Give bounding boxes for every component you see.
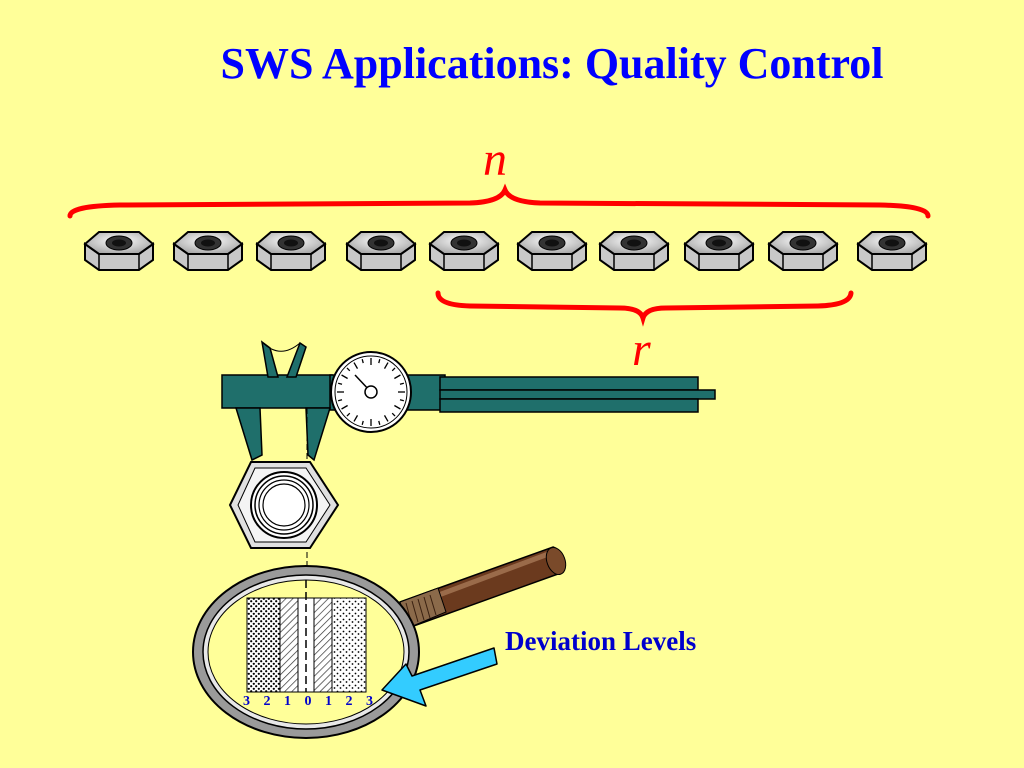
dial-tick (341, 404, 348, 410)
slide-title: SWS Applications: Quality Control (220, 39, 884, 88)
brace-r (435, 290, 854, 327)
dial-tick (378, 358, 381, 364)
hex-nut-icon (428, 231, 500, 271)
dial-tick (337, 382, 343, 385)
scale-tick: 1 (284, 694, 291, 709)
arrow-icon (381, 647, 498, 707)
hex-nut-icon (598, 231, 670, 271)
dial-tick (394, 404, 401, 410)
magnifier-lens (192, 565, 420, 739)
nut-row (83, 231, 928, 271)
dial-tick (391, 367, 396, 372)
dial-tick (378, 420, 381, 426)
dial-tick (346, 367, 351, 372)
measured-nut (228, 461, 340, 549)
hex-nut-icon (683, 231, 755, 271)
hex-nut-icon (345, 231, 417, 271)
scale-tick: 2 (345, 694, 353, 709)
dial-tick (361, 358, 364, 364)
scale-tick: 2 (263, 694, 271, 709)
deviation-scale: 3 2 1 0 1 2 3 (243, 694, 373, 710)
scale-tick: 0 (304, 694, 312, 709)
dial-tick (399, 399, 405, 402)
hex-nut-icon (255, 231, 327, 271)
dial-tick (394, 374, 401, 380)
hex-nut-icon (856, 231, 928, 271)
dial-tick (361, 420, 364, 426)
brace-n (67, 183, 931, 219)
dial-tick (353, 415, 359, 422)
dial-tick (399, 382, 405, 385)
deviation-levels-label: Deviation Levels (505, 626, 697, 656)
dial-tick (337, 399, 343, 402)
dial-tick (346, 412, 351, 417)
hex-nut-icon (83, 231, 155, 271)
dial-tick (383, 362, 389, 369)
dial-tick (383, 415, 389, 422)
dial-tick (391, 412, 396, 417)
dial-tick (353, 362, 359, 369)
dial-tick (341, 374, 348, 380)
hex-nut-icon (516, 231, 588, 271)
label-n: n (483, 133, 507, 186)
hex-nut-icon (767, 231, 839, 271)
label-r: r (632, 323, 651, 376)
magnifier-handle (396, 546, 567, 629)
hex-nut-icon (172, 231, 244, 271)
scale-tick: 1 (325, 694, 332, 709)
caliper (221, 340, 716, 590)
scale-tick: 3 (366, 694, 373, 709)
scale-tick: 3 (243, 694, 250, 709)
